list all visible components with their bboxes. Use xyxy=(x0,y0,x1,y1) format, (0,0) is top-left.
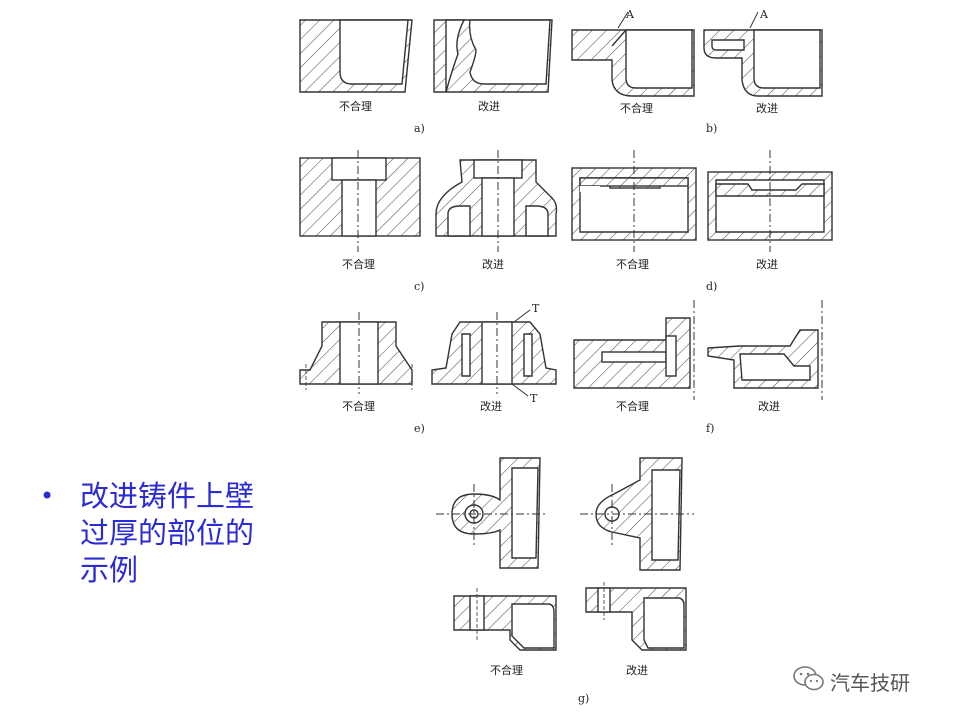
caption-e-good: 改进 xyxy=(480,399,502,413)
marker-t-bottom: T xyxy=(530,392,538,405)
caption-a-bad: 不合理 xyxy=(339,99,372,113)
bullet-line-1: 改进铸件上壁 xyxy=(80,479,255,513)
caption-c-good: 改进 xyxy=(482,257,504,271)
figure-c-bad xyxy=(299,150,421,252)
caption-g-good: 改进 xyxy=(626,663,648,677)
caption-f-good: 改进 xyxy=(758,399,780,413)
figure-g-top-good xyxy=(580,457,694,571)
watermark: 汽车技研 xyxy=(792,663,942,697)
figure-f-bad xyxy=(573,300,695,400)
wechat-icon xyxy=(793,666,824,691)
figure-d-good xyxy=(707,150,833,252)
figure-f-good xyxy=(707,300,823,400)
marker-a-bad: A xyxy=(625,8,635,21)
label-e: e) xyxy=(414,422,425,435)
label-g: g) xyxy=(578,692,589,705)
watermark-text: 汽车技研 xyxy=(830,671,910,695)
label-b: b) xyxy=(706,122,717,135)
caption-a-good: 改进 xyxy=(478,99,500,113)
figure-e-good xyxy=(431,309,557,397)
caption-e-bad: 不合理 xyxy=(342,399,375,413)
figure-a-bad xyxy=(299,19,413,93)
bullet-line-3: 示例 xyxy=(80,553,139,587)
figure-c-good xyxy=(435,150,558,252)
marker-t-top: T xyxy=(532,302,540,315)
caption-b-good: 改进 xyxy=(756,101,778,115)
figure-b-good xyxy=(703,11,823,97)
bullet-line-2: 过厚的部位的 xyxy=(80,516,255,550)
figure-e-bad xyxy=(299,312,413,394)
bullet-dot-icon: • xyxy=(40,482,55,510)
figure-d-bad xyxy=(571,150,697,252)
label-c: c) xyxy=(414,280,424,293)
caption-d-bad: 不合理 xyxy=(616,257,649,271)
figure-g-bottom-good xyxy=(585,582,687,651)
label-d: d) xyxy=(706,280,717,293)
caption-c-bad: 不合理 xyxy=(342,257,375,271)
caption-b-bad: 不合理 xyxy=(620,101,653,115)
label-a: a) xyxy=(414,122,425,135)
figure-a-good xyxy=(433,19,553,93)
caption-g-bad: 不合理 xyxy=(490,663,523,677)
caption-d-good: 改进 xyxy=(756,257,778,271)
marker-a-good: A xyxy=(759,8,769,21)
figure-g-bottom-bad xyxy=(453,588,557,651)
figure-g-top-bad xyxy=(436,457,548,569)
caption-f-bad: 不合理 xyxy=(616,399,649,413)
label-f: f) xyxy=(706,422,714,435)
figure-b-bad xyxy=(571,11,695,97)
